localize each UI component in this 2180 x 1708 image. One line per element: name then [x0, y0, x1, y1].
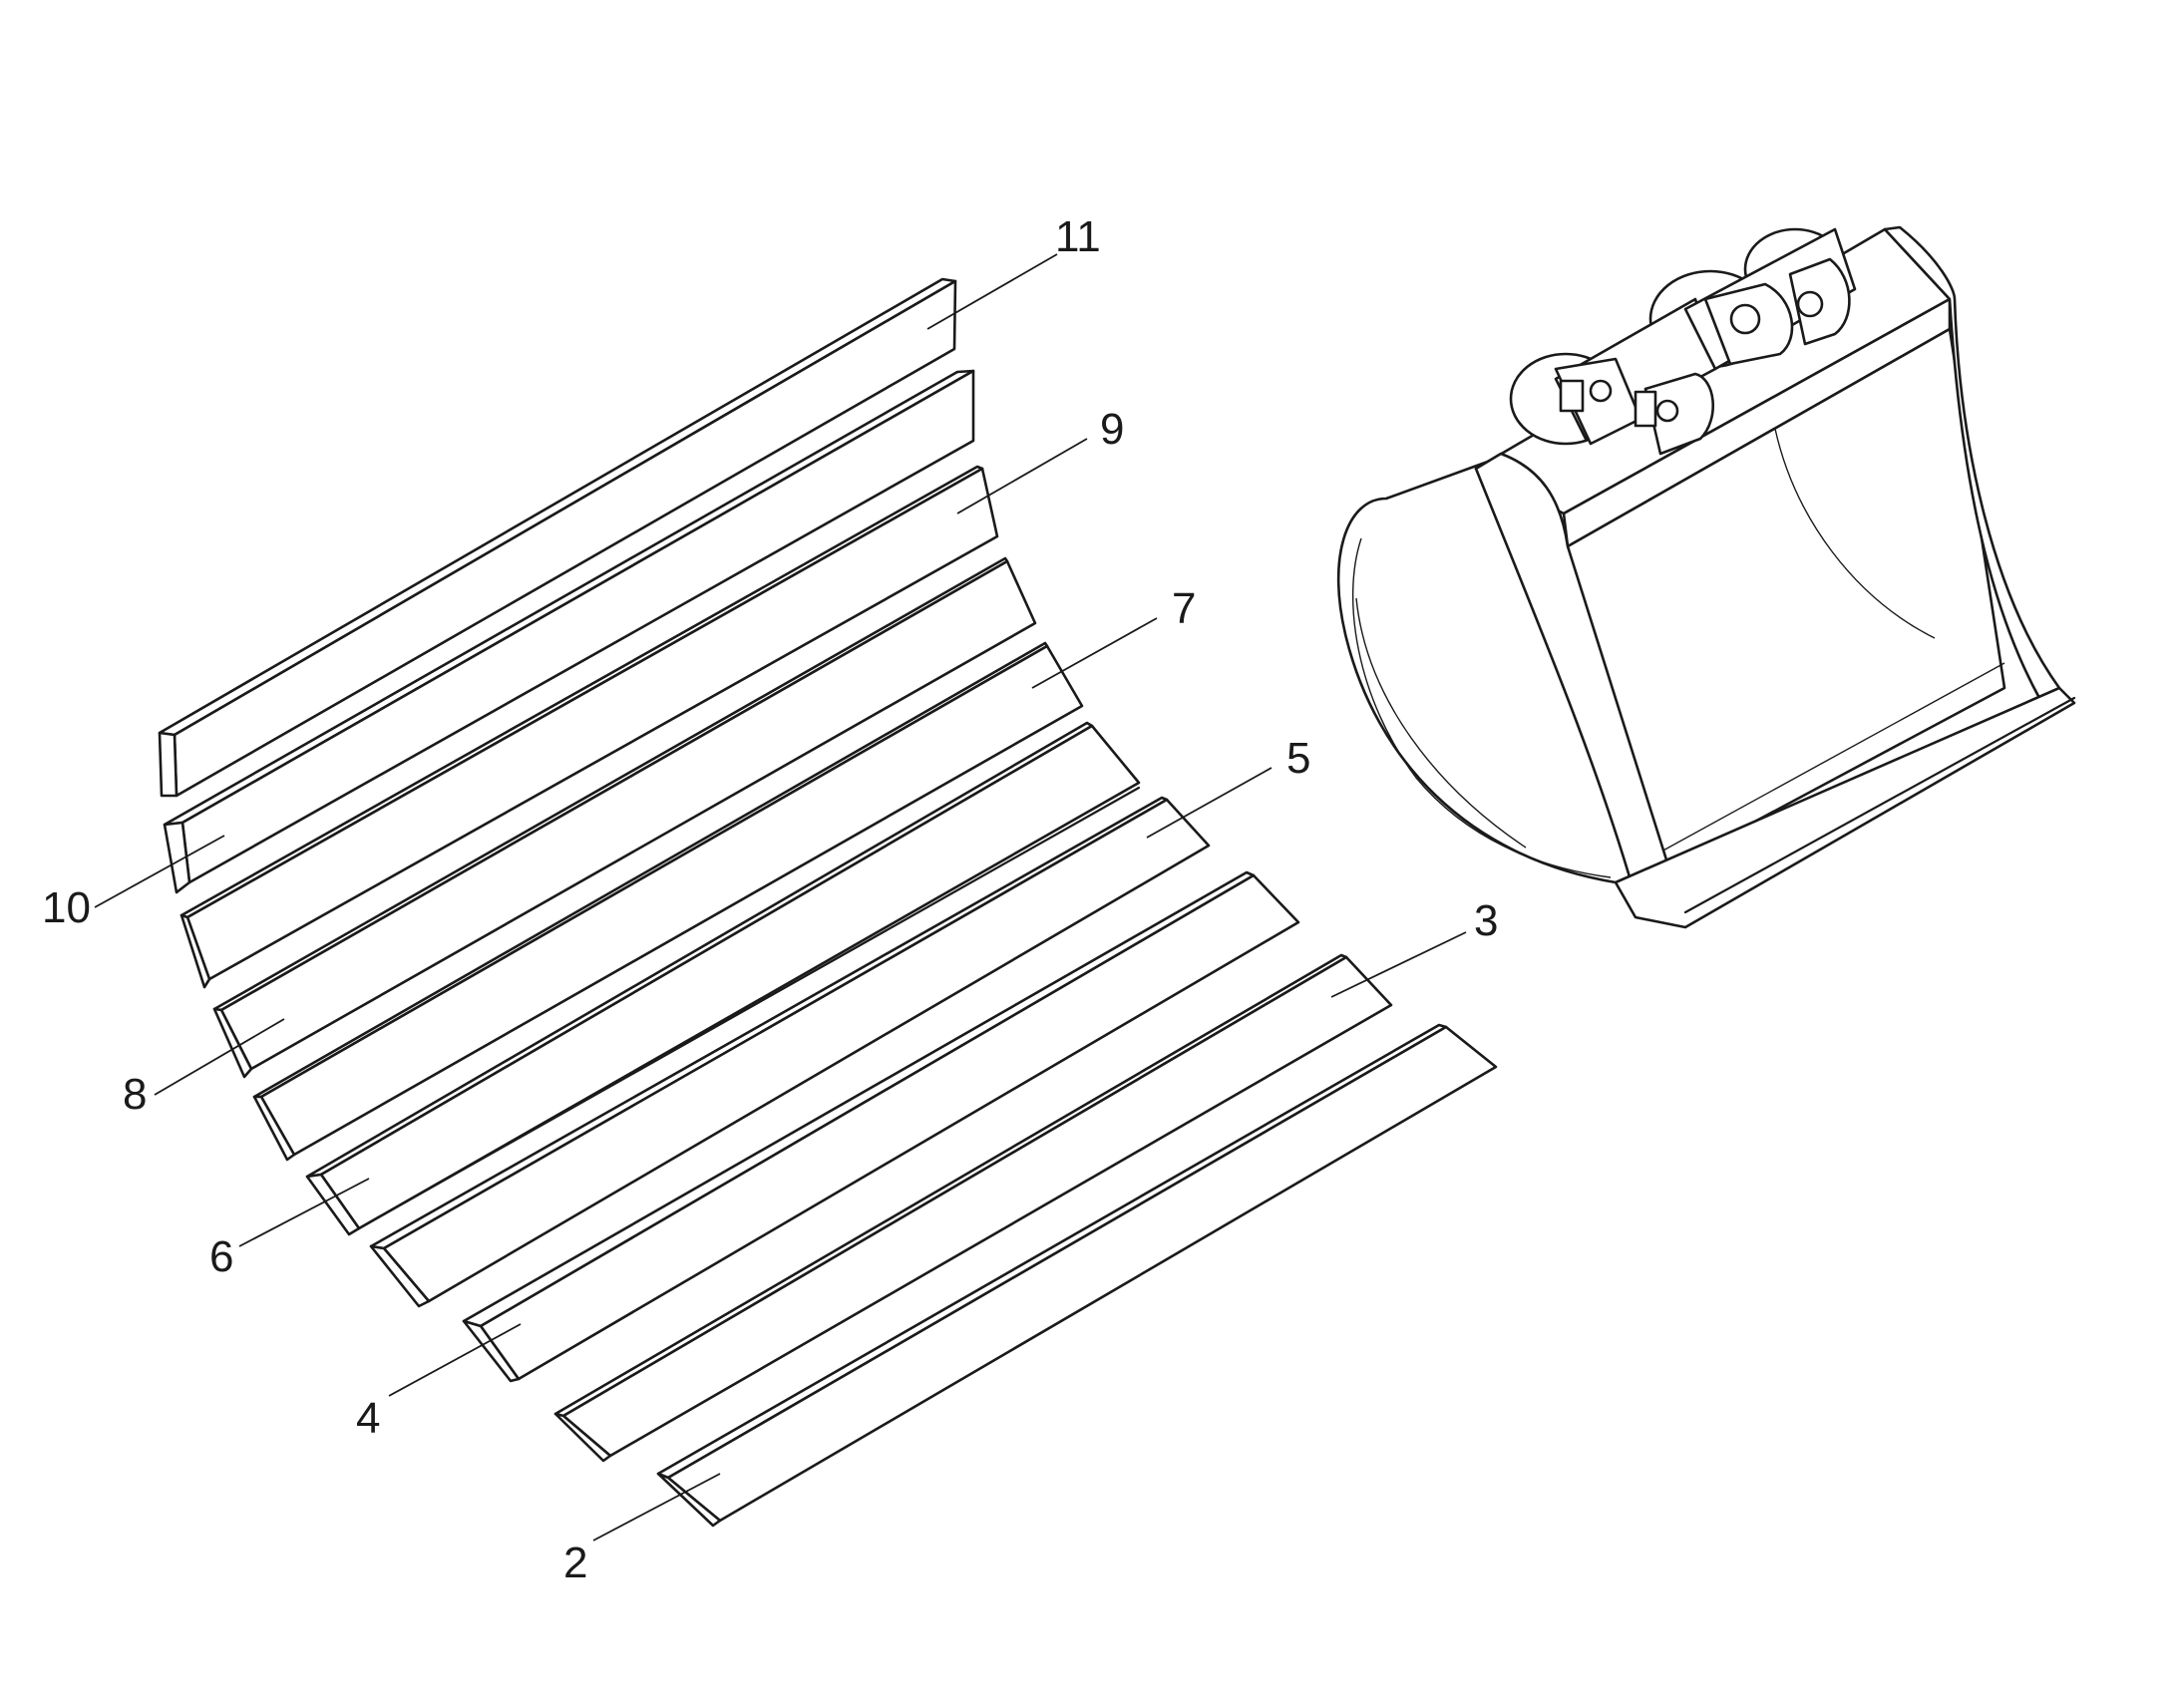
wear-strip-5 — [369, 796, 1211, 1308]
callout-5: 5 — [1286, 734, 1310, 783]
wear-strip-11 — [158, 277, 957, 798]
bucket-side-plate-right — [1883, 225, 2061, 700]
wear-strip-7 — [252, 641, 1084, 1162]
wear-strip-4 — [462, 870, 1300, 1383]
callout-3: 3 — [1474, 896, 1498, 945]
wear-strips — [158, 277, 1498, 1528]
leader-2 — [592, 1473, 721, 1541]
leader-8 — [154, 1018, 285, 1096]
leader-7 — [1031, 617, 1158, 689]
bucket-shell — [1336, 457, 1637, 884]
bucket-cutting-edge — [1614, 686, 2076, 929]
callout-labels: 11 10 9 8 7 6 5 4 3 2 — [42, 212, 1498, 1587]
bucket-side-plate-left — [1474, 452, 1672, 899]
callout-9: 9 — [1100, 405, 1124, 454]
wear-strip-3 — [553, 953, 1393, 1463]
callout-10: 10 — [42, 883, 91, 932]
leader-5 — [1146, 767, 1272, 839]
leader-11 — [926, 253, 1058, 330]
bucket-lugs — [1554, 257, 1851, 456]
leader-3 — [1330, 931, 1467, 998]
callout-2: 2 — [563, 1538, 587, 1587]
leader-4 — [388, 1323, 522, 1397]
leader-6 — [238, 1178, 370, 1247]
callout-7: 7 — [1172, 584, 1196, 633]
callout-4: 4 — [356, 1394, 380, 1443]
leader-9 — [956, 438, 1088, 514]
wear-strip-2 — [656, 1023, 1498, 1528]
callout-11: 11 — [1055, 212, 1101, 261]
wear-strip-8 — [212, 556, 1037, 1079]
callout-8: 8 — [123, 1070, 147, 1119]
leader-10 — [94, 835, 225, 908]
wear-strip-9 — [180, 465, 999, 989]
leader-lines — [94, 253, 1467, 1541]
callout-6: 6 — [209, 1232, 233, 1281]
wear-strip-6 — [305, 721, 1141, 1236]
excavator-bucket — [1336, 225, 2076, 929]
wear-strip-10 — [163, 369, 975, 894]
